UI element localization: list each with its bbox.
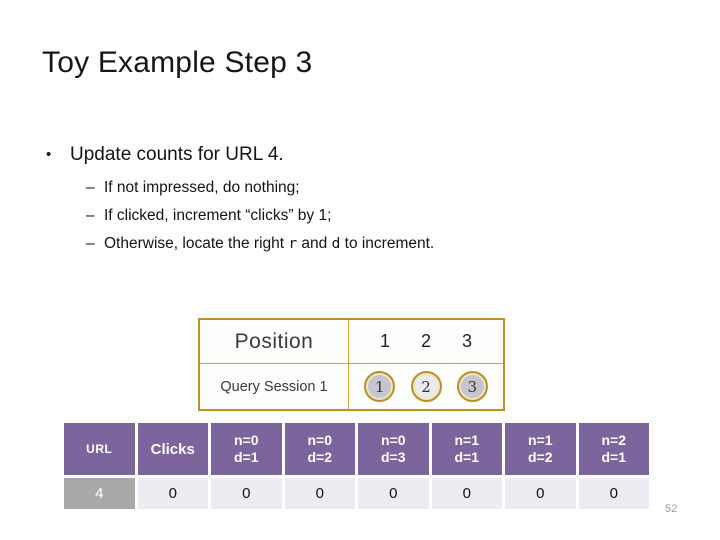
session-circle-1: 1	[364, 371, 396, 402]
counts-cell-n1d1: 0	[431, 478, 502, 509]
sub-bullet-2-text: If clicked, increment “clicks” by 1;	[104, 207, 332, 224]
header-top: n=0	[233, 432, 259, 448]
counts-cell-clicks: 0	[137, 478, 208, 509]
figure-position-label: Position	[200, 320, 349, 364]
bullet-main-text: Update counts for URL 4.	[70, 144, 284, 165]
sub-bullet-3-text: Otherwise, locate the right r and d to i…	[104, 234, 434, 254]
figure-position-numbers: 1 2 3	[349, 320, 503, 364]
sub-bullet-3-part1: Otherwise, locate the right	[104, 235, 289, 252]
sub-bullet-3-part3: to increment.	[340, 235, 435, 252]
header-bottom: d=1	[601, 449, 626, 465]
position-number-2: 2	[420, 331, 431, 351]
session-circle-2: 2	[410, 371, 442, 402]
dash-marker: –	[86, 207, 95, 224]
bullet-marker: •	[46, 146, 52, 163]
sub-bullet-1: – If not impressed, do nothing;	[86, 178, 666, 197]
dash-marker: –	[86, 179, 95, 196]
bullet-list: • Update counts for URL 4. – If not impr…	[46, 144, 666, 263]
header-top: n=0	[307, 432, 332, 448]
counts-header-row: URL Clicks n=0 d=1 n=0 d=2 n=0 d=3 n=1 d…	[64, 423, 649, 475]
session-circle-1-value: 1	[374, 377, 385, 396]
counts-cell-n0d1: 0	[211, 478, 282, 509]
counts-cell-url: 4	[64, 478, 135, 509]
dash-marker: –	[86, 235, 95, 252]
counts-header-n0d2: n=0 d=2	[284, 423, 355, 475]
sub-bullet-3: – Otherwise, locate the right r and d to…	[86, 234, 666, 254]
counts-table: URL Clicks n=0 d=1 n=0 d=2 n=0 d=3 n=1 d…	[64, 423, 649, 509]
sub-bullet-list: – If not impressed, do nothing; – If cli…	[86, 178, 666, 254]
sub-bullet-2: – If clicked, increment “clicks” by 1;	[86, 206, 666, 225]
header-bottom: d=1	[454, 449, 479, 465]
figure-session-label: Query Session 1	[200, 364, 349, 409]
figure-session-circles: 1 2 3	[349, 364, 503, 409]
code-d: d	[331, 236, 341, 252]
slide-title: Toy Example Step 3	[42, 46, 313, 79]
header-top: n=0	[380, 432, 406, 448]
position-number-1: 1	[379, 331, 390, 351]
header-bottom: d=3	[380, 449, 406, 465]
counts-header-url: URL	[64, 423, 135, 475]
counts-cell-n0d2: 0	[284, 478, 355, 509]
position-number-3: 3	[461, 331, 472, 351]
sub-bullet-3-part2: and	[297, 235, 332, 252]
sub-bullet-1-text: If not impressed, do nothing;	[104, 179, 300, 196]
header-top: n=1	[454, 432, 479, 448]
counts-header-n2d1: n=2 d=1	[578, 423, 649, 475]
header-bottom: d=2	[307, 449, 332, 465]
header-top: n=2	[601, 432, 626, 448]
counts-header-n1d2: n=1 d=2	[505, 423, 576, 475]
session-circle-3-value: 3	[467, 377, 478, 396]
page-number: 52	[665, 503, 678, 515]
counts-header-n1d1: n=1 d=1	[431, 423, 502, 475]
session-circle-3: 3	[456, 371, 488, 402]
header-top: n=1	[527, 432, 553, 448]
counts-cell-n2d1: 0	[578, 478, 649, 509]
bullet-main: • Update counts for URL 4.	[46, 144, 666, 166]
counts-cell-n0d3: 0	[358, 478, 429, 509]
counts-header-clicks: Clicks	[137, 423, 208, 475]
header-bottom: d=2	[527, 449, 553, 465]
counts-header-n0d3: n=0 d=3	[358, 423, 429, 475]
code-r: r	[288, 236, 298, 252]
counts-cell-n1d2: 0	[505, 478, 576, 509]
header-bottom: d=1	[233, 449, 259, 465]
position-session-figure: Position 1 2 3 Query Session 1 1 2 3	[198, 318, 505, 411]
counts-header-n0d1: n=0 d=1	[211, 423, 282, 475]
session-circle-2-value: 2	[421, 377, 431, 396]
counts-data-row: 4 0 0 0 0 0 0 0	[64, 478, 649, 509]
